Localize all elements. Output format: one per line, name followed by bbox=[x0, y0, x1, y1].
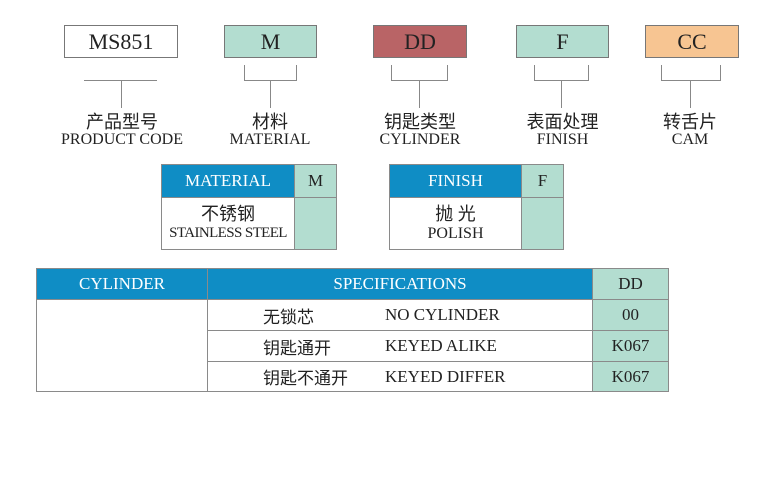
code-box-cam: CC bbox=[645, 25, 739, 58]
code-box-cylinder: DD bbox=[373, 25, 467, 58]
finish-code: F bbox=[521, 164, 564, 198]
table-row: 钥匙通开 KEYED ALIKE bbox=[207, 330, 593, 362]
row-code: K067 bbox=[592, 330, 669, 362]
code-box-material: M bbox=[224, 25, 317, 58]
material-code: M bbox=[294, 164, 337, 198]
table-row: 钥匙不通开 KEYED DIFFER bbox=[207, 361, 593, 392]
material-header: MATERIAL bbox=[161, 164, 295, 198]
finish-value: 抛 光 POLISH bbox=[389, 197, 522, 250]
code-box-product: MS851 bbox=[64, 25, 178, 58]
material-code-cell bbox=[294, 197, 337, 250]
cylinder-header: CYLINDER bbox=[36, 268, 208, 300]
row-code: 00 bbox=[592, 299, 669, 331]
row-code: K067 bbox=[592, 361, 669, 392]
finish-header: FINISH bbox=[389, 164, 522, 198]
cylinder-empty-cell bbox=[36, 299, 208, 392]
dd-header: DD bbox=[592, 268, 669, 300]
code-box-finish: F bbox=[516, 25, 609, 58]
finish-code-cell bbox=[521, 197, 564, 250]
specifications-header: SPECIFICATIONS bbox=[207, 268, 593, 300]
material-value: 不锈钢 STAINLESS STEEL bbox=[161, 197, 295, 250]
table-row: 无锁芯 NO CYLINDER bbox=[207, 299, 593, 331]
